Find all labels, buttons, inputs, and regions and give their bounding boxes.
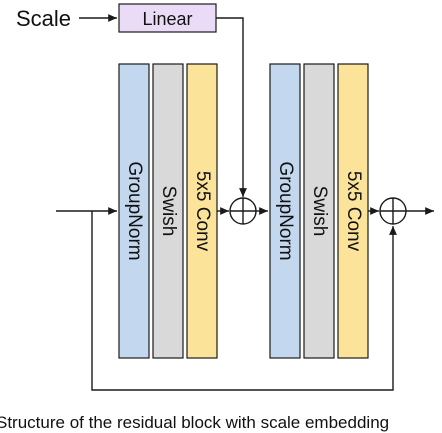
residual-block-1: GroupNorm Swish 5x5 Conv <box>118 63 218 359</box>
conv-label: 5x5 Conv <box>343 171 364 252</box>
scale-label: Scale <box>16 6 71 31</box>
groupnorm-layer <box>269 63 301 359</box>
conv-label: 5x5 Conv <box>192 171 213 252</box>
swish-layer <box>152 63 184 359</box>
groupnorm-label: GroupNorm <box>124 161 145 260</box>
add-node-2 <box>379 197 407 225</box>
swish-layer <box>303 63 335 359</box>
figure-caption: Structure of the residual block with sca… <box>0 413 390 432</box>
add-node-1 <box>229 197 257 225</box>
linear-label: Linear <box>142 9 192 29</box>
swish-label: Swish <box>309 186 330 237</box>
linear-to-add-arrow <box>216 17 247 197</box>
skip-connection-arrow <box>91 211 397 391</box>
groupnorm-label: GroupNorm <box>275 161 296 260</box>
groupnorm-layer <box>118 63 150 359</box>
residual-block-2: GroupNorm Swish 5x5 Conv <box>269 63 369 359</box>
swish-label: Swish <box>158 186 179 237</box>
